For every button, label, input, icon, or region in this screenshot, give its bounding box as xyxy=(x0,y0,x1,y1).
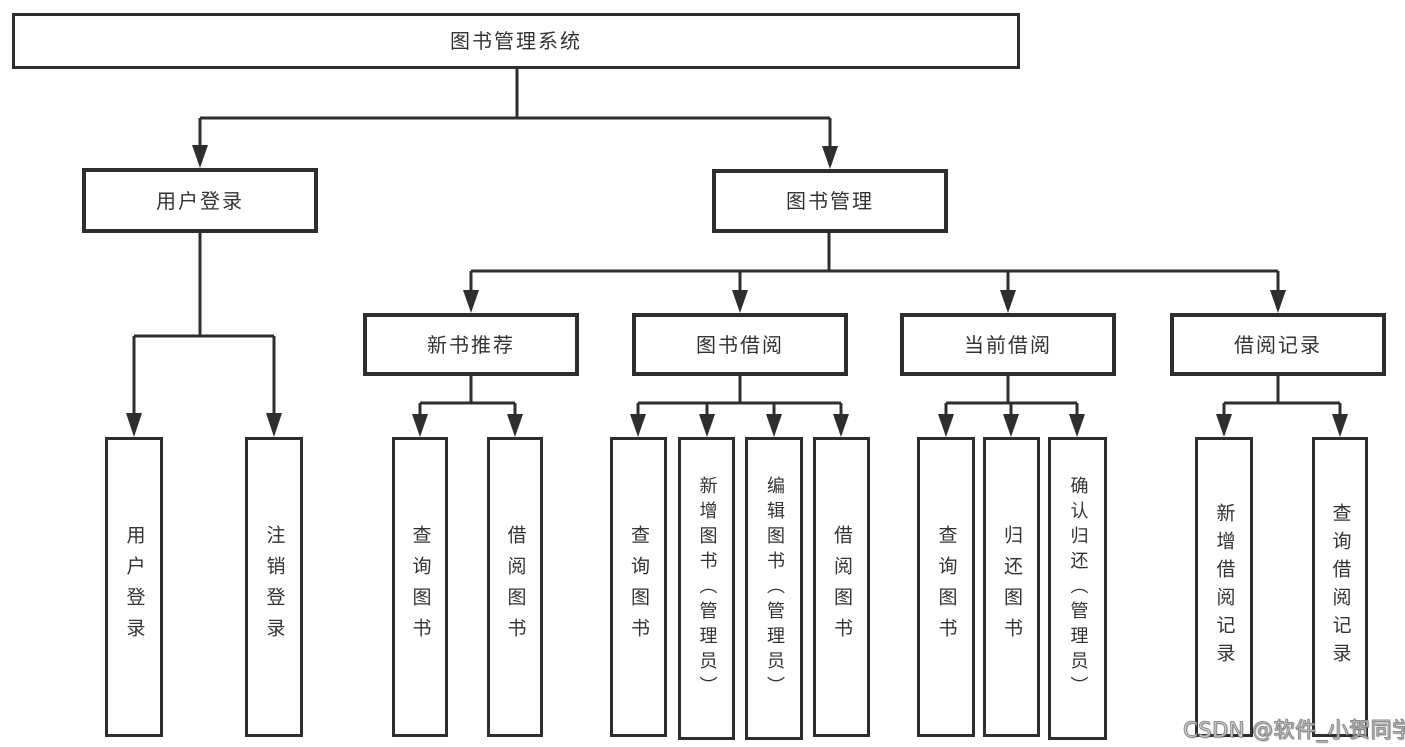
csdn-watermark: CSDN @软件_小贺同学 xyxy=(1183,718,1405,743)
node-new-book-recommend: 新书推荐 xyxy=(363,313,579,376)
leaf-query-borrow-record: 查询借阅记录 xyxy=(1312,437,1368,737)
node-book-borrow: 图书借阅 xyxy=(632,313,848,376)
node-user-login: 用户登录 xyxy=(82,168,318,233)
leaf-add-borrow-record: 新增借阅记录 xyxy=(1195,437,1253,737)
leaf-borrow-book: 借阅图书 xyxy=(813,437,870,737)
leaf-edit-book-admin: 编辑图书（管理员） xyxy=(745,437,803,740)
node-root-system: 图书管理系统 xyxy=(12,13,1020,69)
leaf-borrow-query-book: 查询图书 xyxy=(610,437,667,737)
node-book-management: 图书管理 xyxy=(712,169,948,233)
leaf-user-login: 用户登录 xyxy=(105,437,163,737)
leaf-recommend-borrow-book: 借阅图书 xyxy=(487,437,543,737)
leaf-add-book-admin: 新增图书（管理员） xyxy=(678,437,735,740)
node-current-borrow: 当前借阅 xyxy=(900,313,1116,376)
leaf-current-query-book: 查询图书 xyxy=(917,437,975,737)
leaf-confirm-return-admin: 确认归还（管理员） xyxy=(1048,437,1107,740)
leaf-logout: 注销登录 xyxy=(245,437,303,737)
leaf-recommend-query-book: 查询图书 xyxy=(392,437,448,737)
leaf-return-book: 归还图书 xyxy=(983,437,1040,737)
node-borrow-record: 借阅记录 xyxy=(1170,313,1386,376)
